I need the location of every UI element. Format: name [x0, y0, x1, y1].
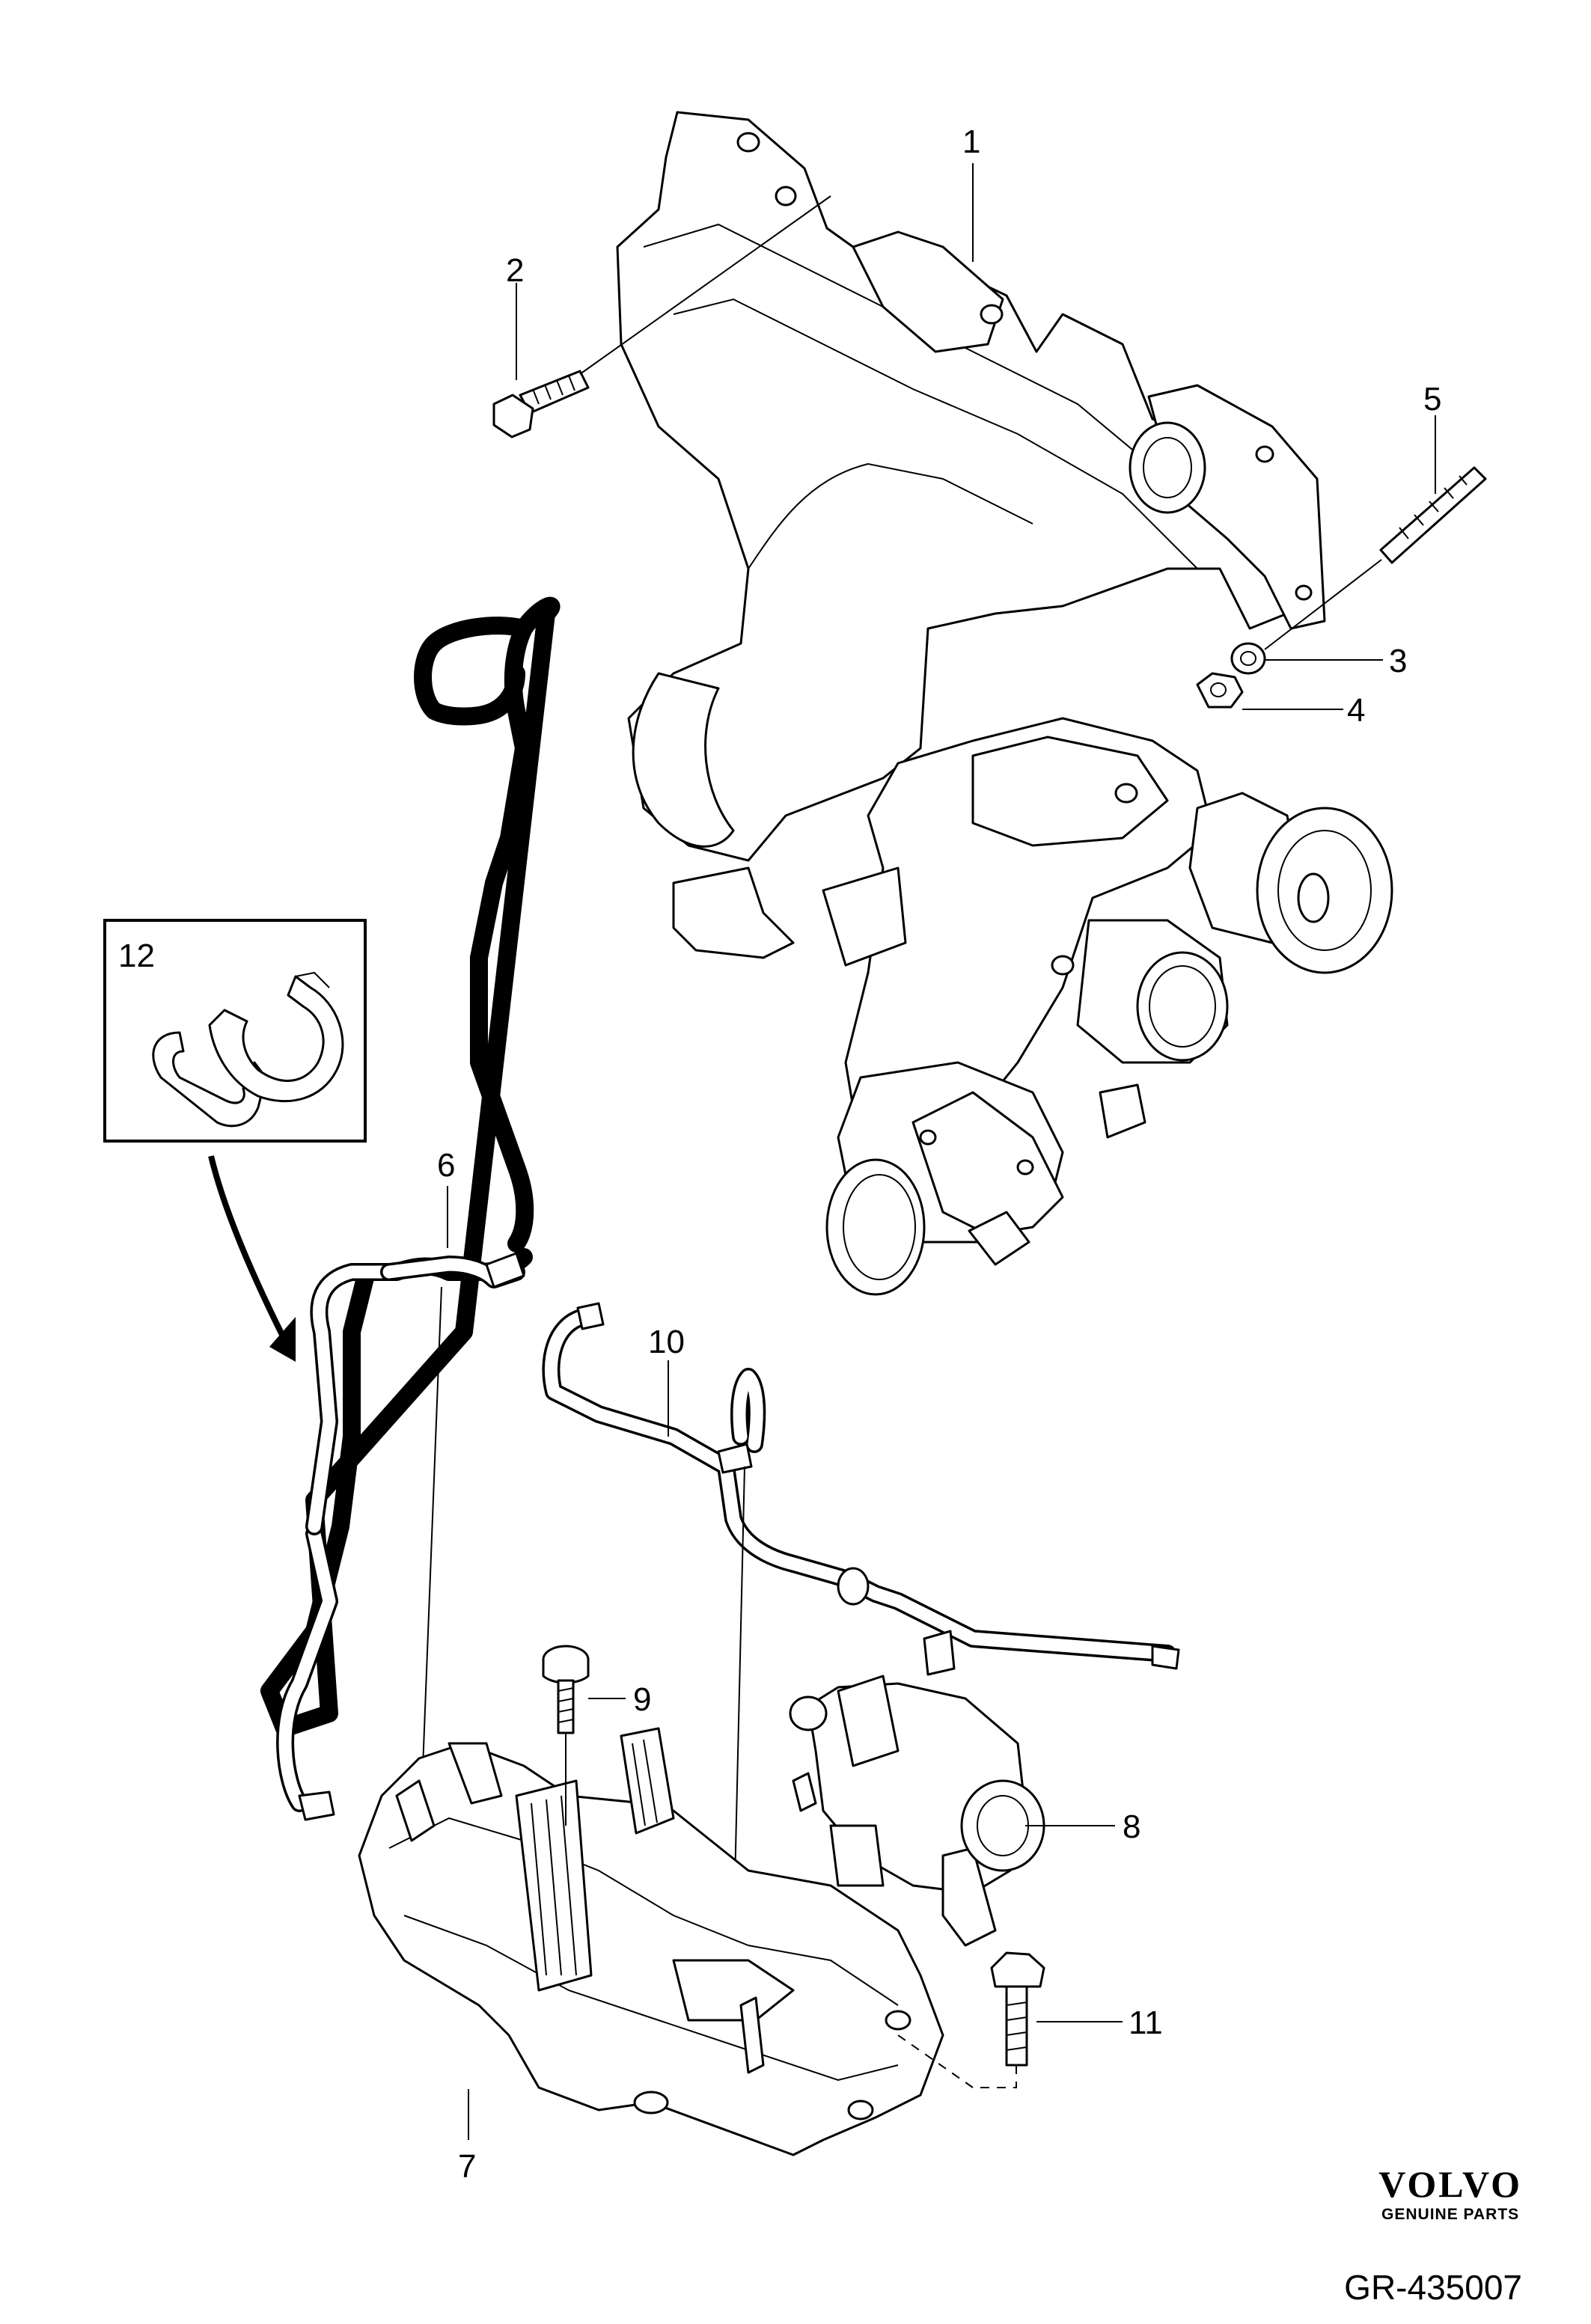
leader-lines	[447, 163, 1436, 2140]
turbocharger	[822, 717, 1393, 1296]
solenoid-valve	[789, 1675, 1045, 1947]
callout-10: 10	[648, 1324, 685, 1360]
brand-block: VOLVO GENUINE PARTS	[1378, 2165, 1522, 2224]
vacuum-hose-6	[260, 596, 561, 1864]
callout-11: 11	[1129, 2005, 1163, 2041]
diagram-reference: GR-435007	[1344, 2268, 1522, 2307]
callout-1: 1	[962, 123, 980, 160]
vacuum-hose-10	[542, 1302, 1180, 1946]
nut	[1196, 672, 1244, 709]
callout-7: 7	[458, 2148, 476, 2185]
callout-2: 2	[506, 252, 524, 289]
mounting-bracket	[358, 1727, 944, 2156]
callout-8: 8	[1123, 1808, 1140, 1845]
clip-detail	[103, 919, 367, 1362]
callout-12: 12	[118, 938, 155, 974]
washer	[1230, 642, 1266, 675]
callout-4: 4	[1347, 692, 1365, 729]
brand-tagline: GENUINE PARTS	[1381, 2206, 1520, 2223]
callout-9: 9	[633, 1681, 651, 1718]
stud	[1264, 466, 1487, 650]
callout-5: 5	[1423, 381, 1441, 418]
screw-9	[542, 1645, 590, 1826]
volvo-logo: VOLVO	[1378, 2163, 1522, 2205]
callout-labels: 1 2 3 4 5 6 7 8 9 10 11 12	[118, 123, 1441, 2185]
exhaust-manifold	[616, 111, 1326, 959]
callout-3: 3	[1389, 643, 1407, 679]
callout-6: 6	[437, 1147, 455, 1184]
bolt-11	[897, 1951, 1045, 2088]
flange-bolt	[492, 195, 831, 438]
